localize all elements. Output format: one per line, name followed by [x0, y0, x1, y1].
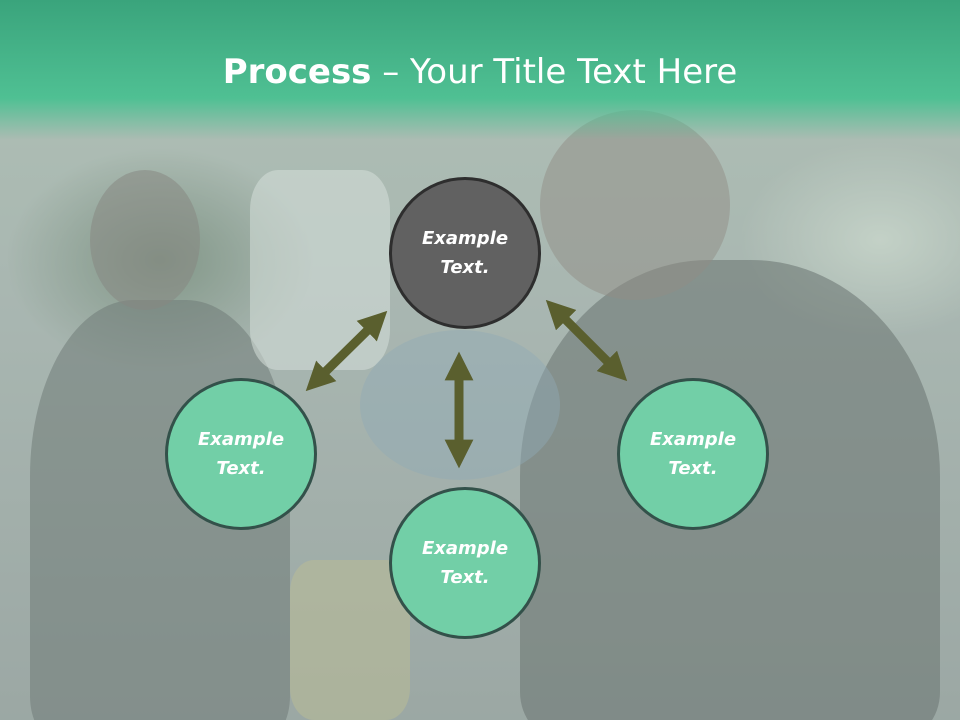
- process-node-bottom[interactable]: Example Text.: [389, 487, 541, 639]
- process-node-right[interactable]: Example Text.: [617, 378, 769, 530]
- header-band: [0, 0, 960, 140]
- double-arrow-icon: [305, 310, 388, 392]
- slide-title: Process – Your Title Text Here: [0, 52, 960, 92]
- node-label: Example Text.: [421, 538, 509, 588]
- process-node-top[interactable]: Example Text.: [389, 177, 541, 329]
- photo-shape: [90, 170, 200, 310]
- photo-shape: [540, 110, 730, 300]
- title-rest: – Your Title Text Here: [371, 52, 738, 92]
- node-label: Example Text.: [649, 429, 737, 479]
- process-node-left[interactable]: Example Text.: [165, 378, 317, 530]
- node-label: Example Text.: [197, 429, 285, 479]
- node-label: Example Text.: [421, 228, 509, 278]
- title-bold: Process: [222, 52, 372, 92]
- photo-shape: [290, 560, 410, 720]
- double-arrow-icon: [545, 299, 628, 382]
